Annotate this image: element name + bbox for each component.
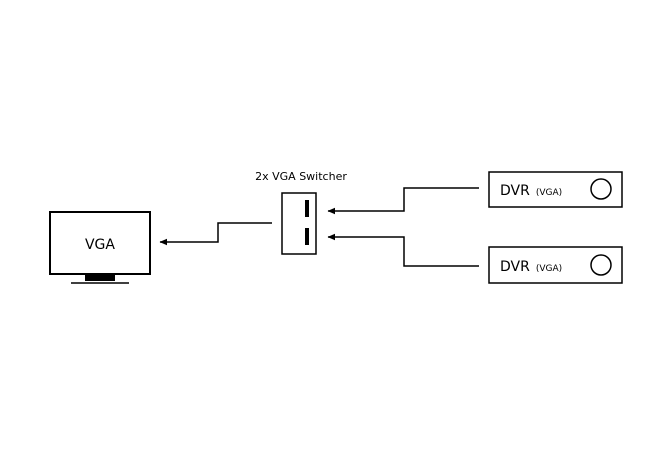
vga-switcher: 2x VGA Switcher <box>255 170 347 255</box>
dvr-1-sublabel: (VGA) <box>536 188 562 198</box>
switcher-box <box>281 192 317 255</box>
connector-switcher-to-monitor <box>159 222 272 246</box>
dvr-2: DVR (VGA) <box>488 246 623 284</box>
connector-dvr1-to-switcher <box>327 187 479 215</box>
monitor-stand <box>85 274 115 281</box>
monitor-label: VGA <box>85 237 115 253</box>
dvr-1: DVR (VGA) <box>488 171 623 208</box>
dvr-2-power-icon <box>590 254 612 276</box>
dvr-2-label: DVR (VGA) <box>500 259 562 275</box>
vga-monitor: VGA <box>49 211 151 284</box>
dvr-2-sublabel: (VGA) <box>536 264 562 274</box>
switcher-port-1 <box>305 200 309 217</box>
dvr-1-name: DVR <box>500 183 530 199</box>
switcher-port-2 <box>305 228 309 245</box>
dvr-1-label: DVR (VGA) <box>500 183 562 199</box>
dvr-2-name: DVR <box>500 259 530 275</box>
switcher-title: 2x VGA Switcher <box>255 170 347 183</box>
connector-dvr2-to-switcher <box>327 233 479 267</box>
monitor-screen <box>49 211 151 275</box>
dvr-1-power-icon <box>590 178 612 200</box>
